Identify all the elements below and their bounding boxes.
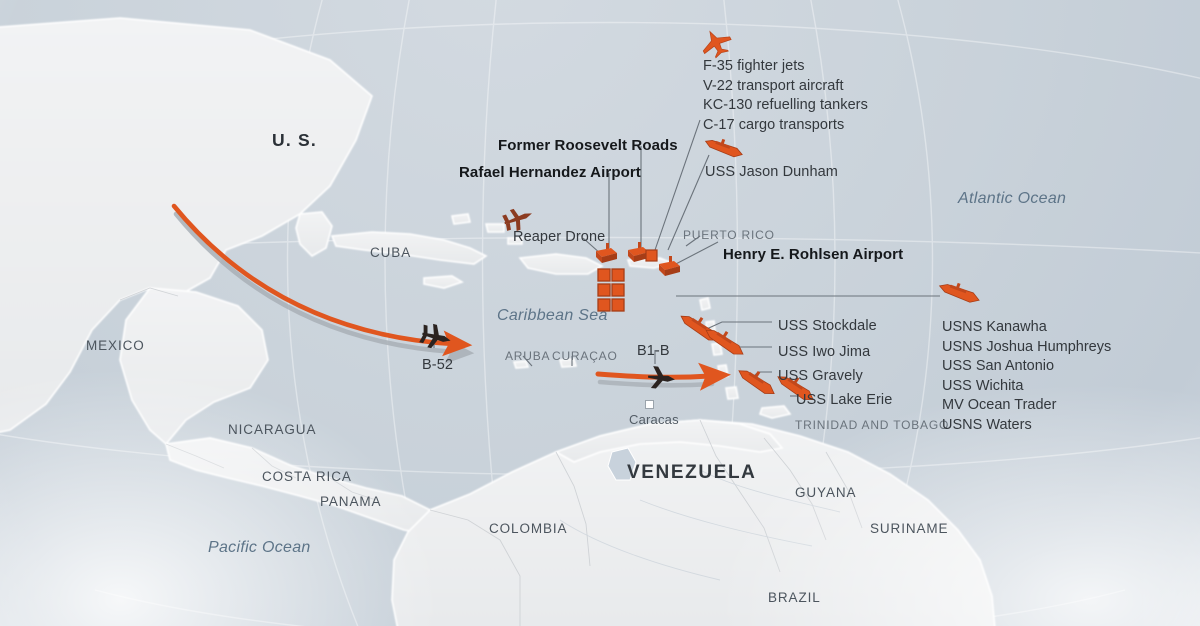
country-label-mexico: MEXICO [86,338,145,353]
aircraft-list-item: C-17 cargo transports [703,116,845,133]
aircraft-list-item: F-35 fighter jets [703,58,805,74]
caracas-city-label: Caracas [629,412,679,427]
vessel-list-item: USNS Joshua Humphreys [942,338,1112,355]
label-uss-gravely: USS Gravely [778,368,863,384]
label-henry-e-rohlsen-airport: Henry E. Rohlsen Airport [723,246,904,263]
country-label-panama: PANAMA [320,494,382,509]
aircraft-deployment-list: F-35 fighter jets V-22 transport aircraf… [703,57,868,135]
label-uss-lake-erie: USS Lake Erie [796,392,893,408]
support-vessel-list: USNS Kanawha USNS Joshua Humphreys USS S… [942,318,1111,436]
country-label-cuba: CUBA [370,245,412,260]
country-label-aruba: ARUBA [505,349,551,363]
caribbean-sea-label: Caribbean Sea [497,307,608,324]
pacific-ocean-label: Pacific Ocean [208,539,311,556]
vessel-list-item: USS Wichita [942,377,1024,394]
country-label-suriname: SURINAME [870,521,949,536]
label-uss-stockdale: USS Stockdale [778,318,877,334]
label-b1b: B1-B [637,343,670,359]
aircraft-list-item: V-22 transport aircraft [703,77,844,94]
country-label-united-states: U. S. [272,130,317,150]
label-b52: B-52 [422,357,454,373]
country-label-puerto-rico: PUERTO RICO [683,228,775,242]
caracas-city-marker [645,400,654,409]
aircraft-list-item: KC-130 refuelling tankers [703,97,868,114]
atlantic-ocean-label: Atlantic Ocean [958,190,1067,207]
label-former-roosevelt-roads: Former Roosevelt Roads [498,137,678,154]
vessel-list-item: USS San Antonio [942,358,1055,375]
country-label-guyana: GUYANA [795,485,857,500]
vessel-list-item: MV Ocean Trader [942,397,1057,414]
country-label-venezuela: VENEZUELA [627,462,757,483]
country-label-curacao: CURAÇAO [552,349,618,363]
vessel-list-item: USNS Waters [942,416,1032,433]
vessel-list-item: USNS Kanawha [942,319,1047,335]
country-label-brazil: BRAZIL [768,590,821,605]
label-uss-iwo-jima: USS Iwo Jima [778,344,871,360]
label-rafael-hernandez-airport: Rafael Hernandez Airport [459,164,641,181]
label-reaper-drone: Reaper Drone [513,229,606,245]
country-label-nicaragua: NICARAGUA [228,422,317,437]
country-label-costa-rica: COSTA RICA [262,469,352,484]
country-label-colombia: COLOMBIA [489,521,568,536]
label-uss-jason-dunham: USS Jason Dunham [705,164,838,180]
country-label-trinidad-and-tobago: TRINIDAD AND TOBAGO [795,418,950,432]
